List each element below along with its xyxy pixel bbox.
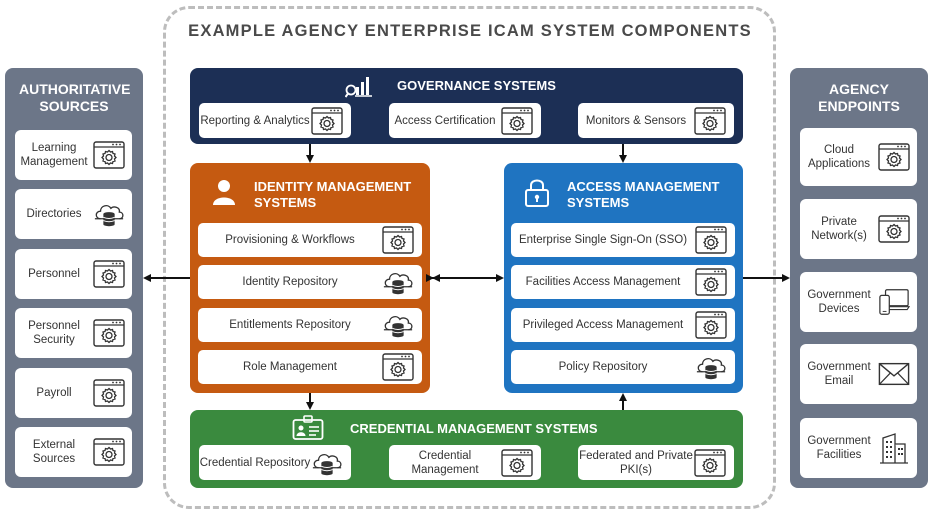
endpoint-label: Private Network(s) (811, 216, 867, 242)
endpoint-government-devices[interactable]: Government Devices (800, 272, 917, 332)
agency-endpoints-title: AGENCY ENDPOINTS (818, 81, 900, 114)
item-label: Role Management (243, 361, 337, 373)
item-label: Reporting & Analytics (200, 114, 310, 127)
agency-endpoints-panel: AGENCY ENDPOINTS Cloud Applications Priv… (790, 68, 928, 488)
item-label: Access Certification (394, 114, 496, 127)
identity-management-title: IDENTITY MANAGEMENT SYSTEMS (254, 179, 412, 210)
identity-management-box: IDENTITY MANAGEMENT SYSTEMS Provisioning… (190, 163, 430, 393)
item-label: Federated and Private PKI(s) (579, 449, 693, 476)
access-management-box: ACCESS MANAGEMENT SYSTEMS Enterprise Sin… (504, 163, 743, 393)
credential-management-title: CREDENTIAL MANAGEMENT SYSTEMS (350, 421, 598, 436)
source-directories[interactable]: Directories (15, 189, 132, 239)
governance-monitors-sensors[interactable]: Monitors & Sensors (578, 103, 734, 138)
identity-identity-repository[interactable]: Identity Repository (198, 265, 422, 299)
endpoint-label: Government Devices (807, 289, 871, 315)
item-label: Facilities Access Management (525, 276, 681, 288)
endpoint-label: Cloud Applications (807, 144, 870, 170)
source-label: Personnel (28, 268, 80, 280)
item-label: Credential Repository (199, 456, 311, 469)
item-label: Policy Repository (558, 361, 648, 373)
endpoint-cloud-applications[interactable]: Cloud Applications (800, 128, 917, 186)
identity-role-management[interactable]: Role Management (198, 350, 422, 384)
diagram-title: EXAMPLE AGENCY ENTERPRISE ICAM SYSTEM CO… (170, 22, 770, 41)
source-label: Learning Management (20, 142, 88, 168)
access-privileged-access-management[interactable]: Privileged Access Management (511, 308, 735, 342)
governance-systems-title: GOVERNANCE SYSTEMS (397, 78, 556, 93)
source-learning-management[interactable]: Learning Management (15, 130, 132, 180)
source-payroll[interactable]: Payroll (15, 368, 132, 418)
access-management-title: ACCESS MANAGEMENT SYSTEMS (567, 179, 720, 210)
credential-credential-repository[interactable]: Credential Repository (199, 445, 351, 480)
credential-credential-management[interactable]: Credential Management (389, 445, 541, 480)
source-external-sources[interactable]: External Sources (15, 427, 132, 477)
credential-management-box: CREDENTIAL MANAGEMENT SYSTEMS Credential… (190, 410, 743, 488)
id-badge-icon (292, 415, 324, 446)
endpoint-private-networks[interactable]: Private Network(s) (800, 199, 917, 259)
access-enterprise-sso[interactable]: Enterprise Single Sign-On (SSO) (511, 223, 735, 257)
enterprise-boundary-frame (163, 6, 776, 509)
source-personnel-security[interactable]: Personnel Security (15, 308, 132, 358)
arrowhead-identity-side (432, 274, 440, 282)
endpoint-label: Government Facilities (807, 435, 871, 461)
source-label: Payroll (36, 387, 72, 399)
devices-icon (878, 286, 910, 318)
endpoint-label: Government Email (807, 361, 871, 387)
lock-icon (524, 177, 550, 212)
building-icon (878, 432, 910, 464)
item-label: Entitlements Repository (229, 319, 351, 331)
endpoint-government-email[interactable]: Government Email (800, 344, 917, 404)
endpoint-government-facilities[interactable]: Government Facilities (800, 418, 917, 478)
identity-entitlements-repository[interactable]: Entitlements Repository (198, 308, 422, 342)
governance-reporting-analytics[interactable]: Reporting & Analytics (199, 103, 351, 138)
credential-federated-private-pki[interactable]: Federated and Private PKI(s) (578, 445, 734, 480)
item-label: Privileged Access Management (522, 319, 684, 331)
governance-icon (344, 74, 373, 103)
governance-systems-box: GOVERNANCE SYSTEMS Reporting & Analytics… (190, 68, 743, 144)
governance-access-certification[interactable]: Access Certification (389, 103, 541, 138)
source-personnel[interactable]: Personnel (15, 249, 132, 299)
item-label: Monitors & Sensors (585, 114, 687, 127)
authoritative-sources-title: AUTHORITATIVE SOURCES (19, 81, 131, 114)
item-label: Provisioning & Workflows (225, 234, 355, 246)
access-facilities-access-management[interactable]: Facilities Access Management (511, 265, 735, 299)
person-icon (212, 179, 236, 210)
source-label: Personnel Security (28, 320, 80, 346)
authoritative-sources-panel: AUTHORITATIVE SOURCES Learning Managemen… (5, 68, 143, 488)
access-policy-repository[interactable]: Policy Repository (511, 350, 735, 384)
identity-provisioning-workflows[interactable]: Provisioning & Workflows (198, 223, 422, 257)
item-label: Enterprise Single Sign-On (SSO) (518, 234, 688, 246)
envelope-icon (878, 358, 910, 390)
item-label: Identity Repository (242, 276, 338, 288)
item-label: Credential Management (411, 449, 479, 476)
source-label: External Sources (32, 439, 76, 465)
source-label: Directories (26, 208, 82, 220)
